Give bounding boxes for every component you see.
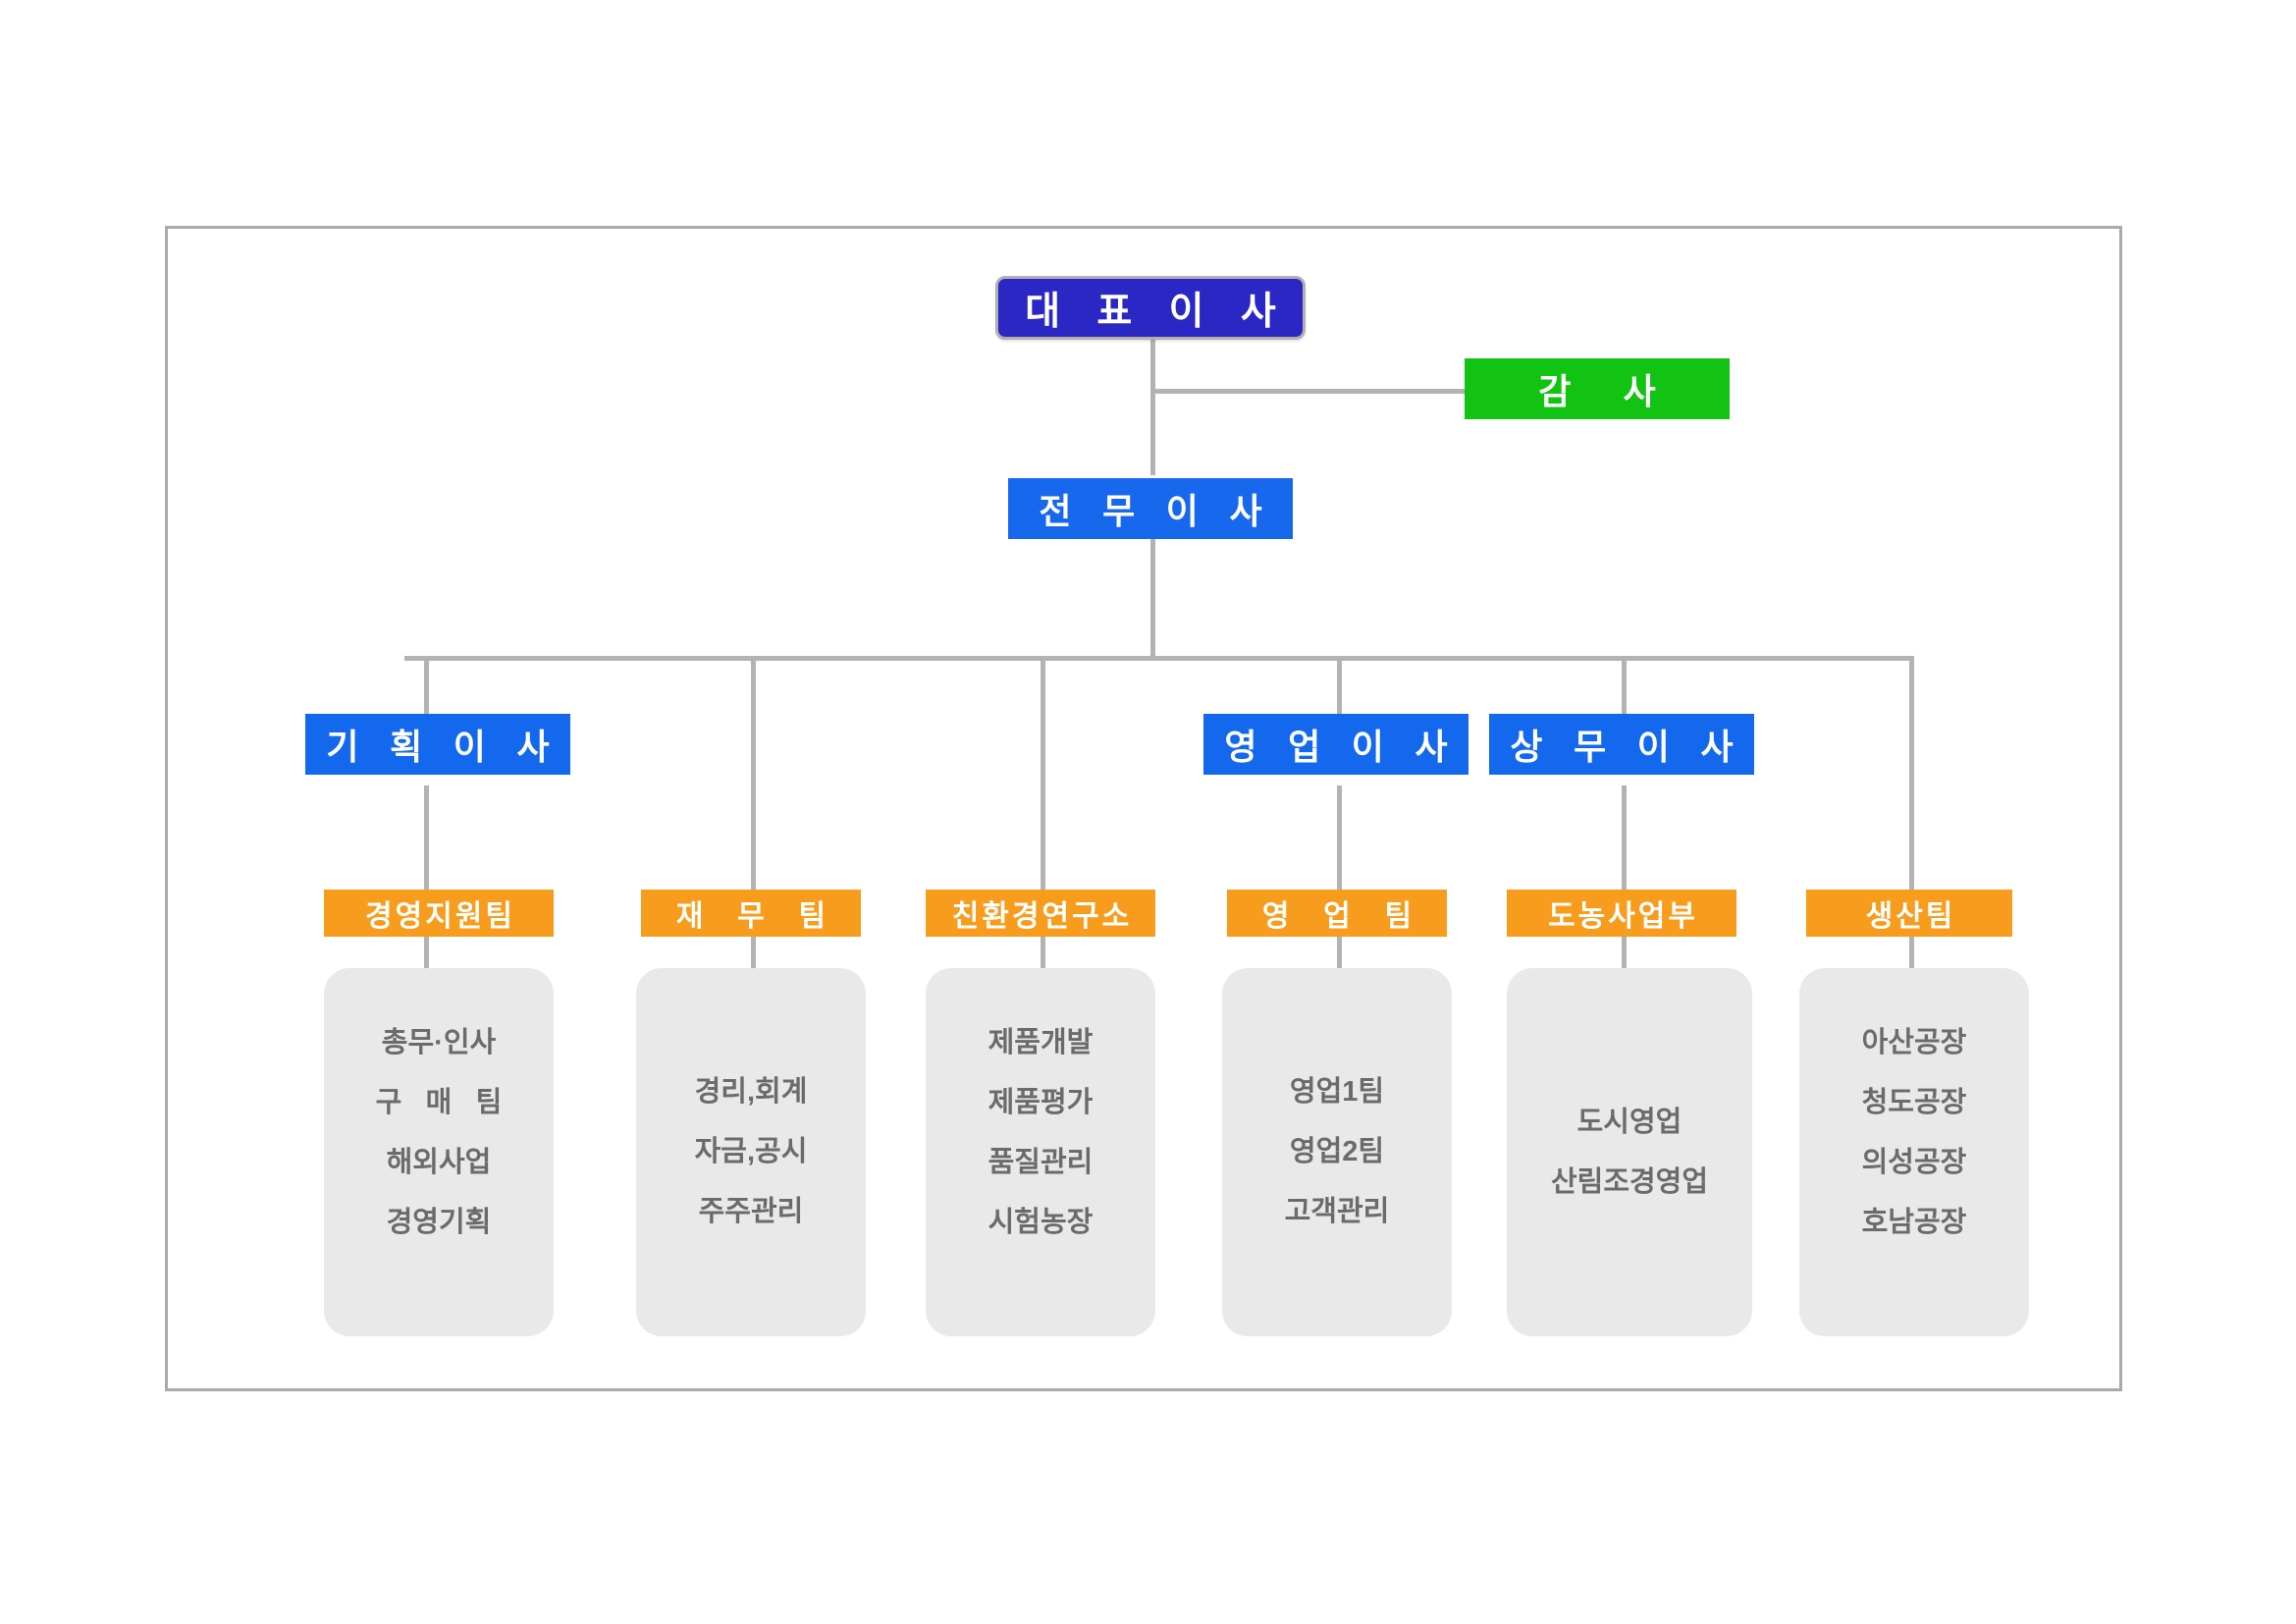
panel-finance: 경리,회계 자금,공시 주주관리: [636, 968, 866, 1336]
connector-team3-to-panel: [1041, 935, 1045, 968]
panel-item: 총무·인사: [381, 1027, 497, 1058]
connector-main-bus: [404, 656, 1914, 661]
panel-item: 영업1팀: [1289, 1076, 1385, 1108]
panel-item: 품질관리: [988, 1147, 1094, 1178]
panel-item: 경영기획: [386, 1207, 492, 1238]
connector-drop-4: [1337, 656, 1342, 714]
connector-director1-to-team: [424, 785, 429, 890]
node-auditor[interactable]: 감 사: [1465, 358, 1730, 419]
panel-item: 고객관리: [1284, 1196, 1390, 1227]
panel-production: 아산공장 청도공장 의성공장 호남공장: [1799, 968, 2029, 1336]
connector-drop-6: [1909, 656, 1914, 890]
panel-item: 구 매 팀: [375, 1087, 510, 1118]
connector-exec-stem: [1150, 539, 1155, 659]
panel-item: 주주관리: [698, 1196, 804, 1227]
panel-item: 도시영업: [1576, 1106, 1682, 1138]
panel-item: 시험농장: [988, 1207, 1094, 1238]
connector-team1-to-panel: [424, 935, 429, 968]
connector-team2-to-panel: [751, 935, 756, 968]
connector-director2-to-team: [1337, 785, 1342, 890]
panel-item: 해외사업: [386, 1147, 492, 1178]
panel-item: 호남공장: [1861, 1207, 1967, 1238]
panel-item: 제품개발: [988, 1027, 1094, 1058]
panel-item: 자금,공시: [694, 1136, 808, 1167]
node-team-sales[interactable]: 영 업 팀: [1227, 890, 1447, 937]
connector-drop-3: [1041, 656, 1045, 890]
panel-management-support: 총무·인사 구 매 팀 해외사업 경영기획: [324, 968, 554, 1336]
connector-team6-to-panel: [1909, 935, 1914, 968]
connector-team4-to-panel: [1337, 935, 1342, 968]
connector-drop-1: [424, 656, 429, 714]
panel-item: 영업2팀: [1289, 1136, 1385, 1167]
panel-sales: 영업1팀 영업2팀 고객관리: [1222, 968, 1452, 1336]
node-team-urban-rural-division[interactable]: 도농사업부: [1507, 890, 1736, 937]
panel-eco-research-institute: 제품개발 제품평가 품질관리 시험농장: [926, 968, 1155, 1336]
panel-item: 의성공장: [1861, 1147, 1967, 1178]
connector-ceo-stem: [1150, 338, 1155, 475]
node-team-production[interactable]: 생산팀: [1806, 890, 2012, 937]
node-team-eco-research-institute[interactable]: 친환경연구소: [926, 890, 1155, 937]
connector-drop-2: [751, 656, 756, 890]
panel-item: 제품평가: [988, 1087, 1094, 1118]
connector-drop-5: [1622, 656, 1627, 714]
node-team-management-support[interactable]: 경영지원팀: [324, 890, 554, 937]
panel-urban-rural-division: 도시영업 산림조경영업: [1507, 968, 1752, 1336]
node-ceo[interactable]: 대 표 이 사: [995, 276, 1306, 340]
node-executive-director[interactable]: 전 무 이 사: [1008, 478, 1293, 539]
panel-item: 아산공장: [1861, 1027, 1967, 1058]
connector-ceo-to-audit: [1150, 389, 1465, 394]
connector-director3-to-team: [1622, 785, 1627, 890]
panel-item: 산림조경영업: [1550, 1165, 1709, 1198]
connector-team5-to-panel: [1622, 935, 1627, 968]
node-director-executive-managing[interactable]: 상 무 이 사: [1489, 714, 1754, 775]
node-team-finance[interactable]: 재 무 팀: [641, 890, 861, 937]
node-director-planning[interactable]: 기 획 이 사: [305, 714, 570, 775]
panel-item: 청도공장: [1861, 1087, 1967, 1118]
node-director-sales[interactable]: 영 업 이 사: [1203, 714, 1468, 775]
panel-item: 경리,회계: [694, 1076, 808, 1108]
